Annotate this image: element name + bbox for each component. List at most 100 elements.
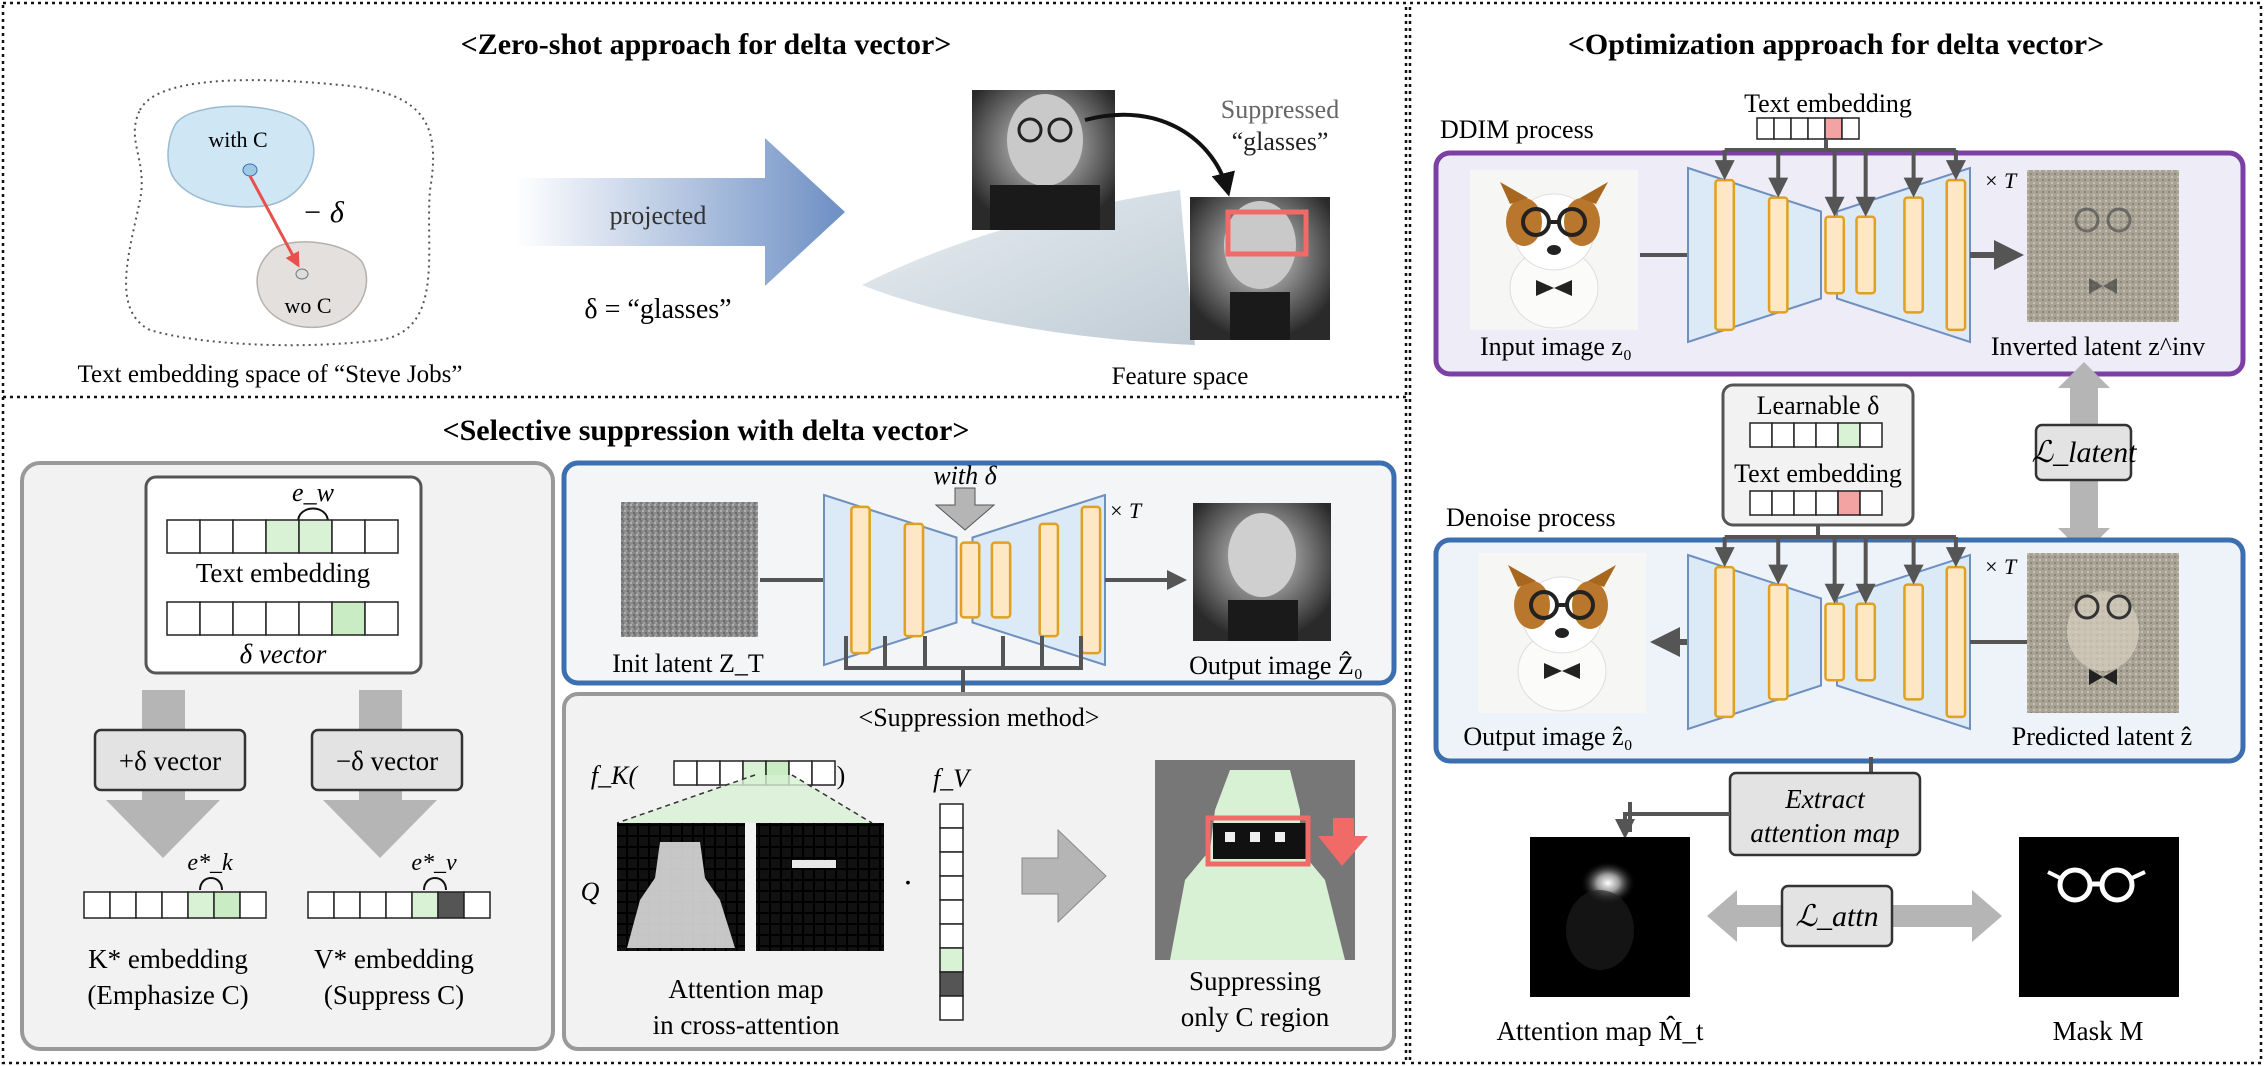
delta-eq-label: δ = “glasses”	[584, 294, 731, 325]
ddim-times-t: × T	[1984, 168, 2018, 193]
unet-block	[1767, 583, 1789, 701]
attention-map-image	[1530, 837, 1690, 997]
unet-block	[1080, 505, 1102, 655]
with-c-label: with C	[208, 127, 267, 152]
k-emph-label: (Emphasize C)	[87, 980, 248, 1010]
f-v-cell	[939, 851, 964, 877]
v-supp-label: (Suppress C)	[324, 980, 464, 1010]
ddim-embedding-cell	[1841, 117, 1860, 140]
mask-label: Mask M	[2053, 1016, 2144, 1046]
unet-block	[1855, 215, 1877, 295]
suppression-arrow-2	[1021, 828, 1107, 924]
attention-map-label-2: in cross-attention	[653, 1010, 840, 1040]
attention-map-label-1: Attention map	[668, 974, 823, 1004]
predicted-latent-image	[2027, 553, 2179, 713]
k-embedding-cells	[83, 891, 267, 919]
delta-cell	[364, 601, 399, 636]
embedding-cell	[364, 519, 399, 554]
suppressed-region-box	[1225, 209, 1309, 257]
inverted-latent-image	[2027, 170, 2179, 322]
embedding-cell	[331, 519, 366, 554]
k-embedding-cell	[83, 891, 111, 919]
learnable-text-cell	[1793, 490, 1817, 516]
k-embedding-cell	[239, 891, 267, 919]
f-k-cell	[811, 760, 836, 786]
suppressing-label-1: Suppressing	[1189, 966, 1321, 996]
delta-cell	[298, 601, 333, 636]
learnable-cell	[1815, 422, 1839, 448]
ddim-text-embedding-label: Text embedding	[1744, 89, 1912, 118]
learnable-text-embedding-label: Text embedding	[1734, 459, 1902, 488]
v-embedding-cells	[307, 891, 491, 919]
delta-cell	[265, 601, 300, 636]
suppressed-label-2: “glasses”	[1232, 127, 1329, 156]
f-v-cell	[939, 875, 964, 901]
selective-title: <Selective suppression with delta vector…	[443, 414, 970, 447]
learnable-cell	[1793, 422, 1817, 448]
attention-grid-1	[617, 823, 745, 951]
suppressed-label-1: Suppressed	[1221, 95, 1339, 124]
ddim-embedding-cell	[1790, 117, 1809, 140]
wo-c-point	[295, 268, 309, 280]
embedding-cell	[199, 519, 234, 554]
delta-cell	[166, 601, 201, 636]
unet-block	[990, 541, 1012, 619]
f-v-cell	[939, 971, 964, 997]
embedding-cell	[166, 519, 201, 554]
learnable-cell	[1749, 422, 1773, 448]
suppress-down-icon	[1318, 818, 1368, 866]
e-w-label: e_w	[292, 478, 335, 507]
f-k-label: f_K(	[591, 761, 639, 790]
e-v-bracket	[423, 877, 447, 891]
zero-shot-title: <Zero-shot approach for delta vector>	[461, 28, 952, 61]
feature-space-label: Feature space	[1112, 363, 1249, 390]
text-embedding-label: Text embedding	[196, 558, 370, 588]
ddim-embedding-cell	[1756, 117, 1775, 140]
v-embedding-label: V* embedding	[314, 944, 474, 974]
input-image-label: Input image z₀	[1480, 332, 1632, 361]
k-embedding-label: K* embedding	[88, 944, 248, 974]
unet-block	[1903, 583, 1925, 701]
k-embedding-cell	[213, 891, 241, 919]
mask-image	[2019, 837, 2179, 997]
suppressing-label-2: only C region	[1181, 1002, 1330, 1032]
unet-block	[1945, 178, 1967, 332]
v-embedding-cell	[463, 891, 491, 919]
f-v-cells	[939, 803, 964, 1021]
embedding-space-blob	[125, 79, 435, 347]
k-embedding-cell	[161, 891, 189, 919]
extract-label-1: Extract	[1784, 784, 1866, 814]
output-image-label: Output image Ẑ₀	[1189, 651, 1363, 680]
wo-c-region	[256, 241, 368, 329]
denoise-process-label: Denoise process	[1446, 503, 1616, 532]
output-dog-image	[1476, 551, 1648, 715]
k-embedding-cell	[187, 891, 215, 919]
plus-delta-label: +δ vector	[119, 746, 221, 776]
v-embedding-cell	[359, 891, 387, 919]
f-v-cell	[939, 923, 964, 949]
attention-map-label: Attention map M̂_t	[1497, 1016, 1704, 1046]
suppression-method-title: <Suppression method>	[859, 703, 1100, 732]
ddim-unet	[1687, 140, 1971, 344]
with-c-point	[242, 163, 258, 177]
projected-label: projected	[610, 201, 707, 230]
extract-arrow	[1615, 812, 1730, 839]
unet-block	[1824, 602, 1846, 682]
steve-jobs-photo-2	[1190, 197, 1330, 340]
left-panel-frame	[1, 1, 1408, 1065]
q-label: Q	[581, 877, 600, 906]
minus-delta-label-2: −δ vector	[336, 746, 438, 776]
optimization-title: <Optimization approach for delta vector>	[1568, 28, 2104, 61]
with-delta-arrow	[934, 487, 996, 531]
delta-cell	[199, 601, 234, 636]
delta-vector-cells	[166, 601, 399, 636]
unet-block	[1714, 565, 1736, 719]
steve-jobs-photo-1	[972, 90, 1115, 230]
learnable-text-cell	[1749, 490, 1773, 516]
denoise-unet	[1687, 525, 1971, 731]
k-embedding-cell	[109, 891, 137, 919]
ddim-embedding-cell	[1773, 117, 1792, 140]
l-attn-box	[1780, 884, 1894, 948]
suppression-arrow	[1084, 112, 1235, 197]
